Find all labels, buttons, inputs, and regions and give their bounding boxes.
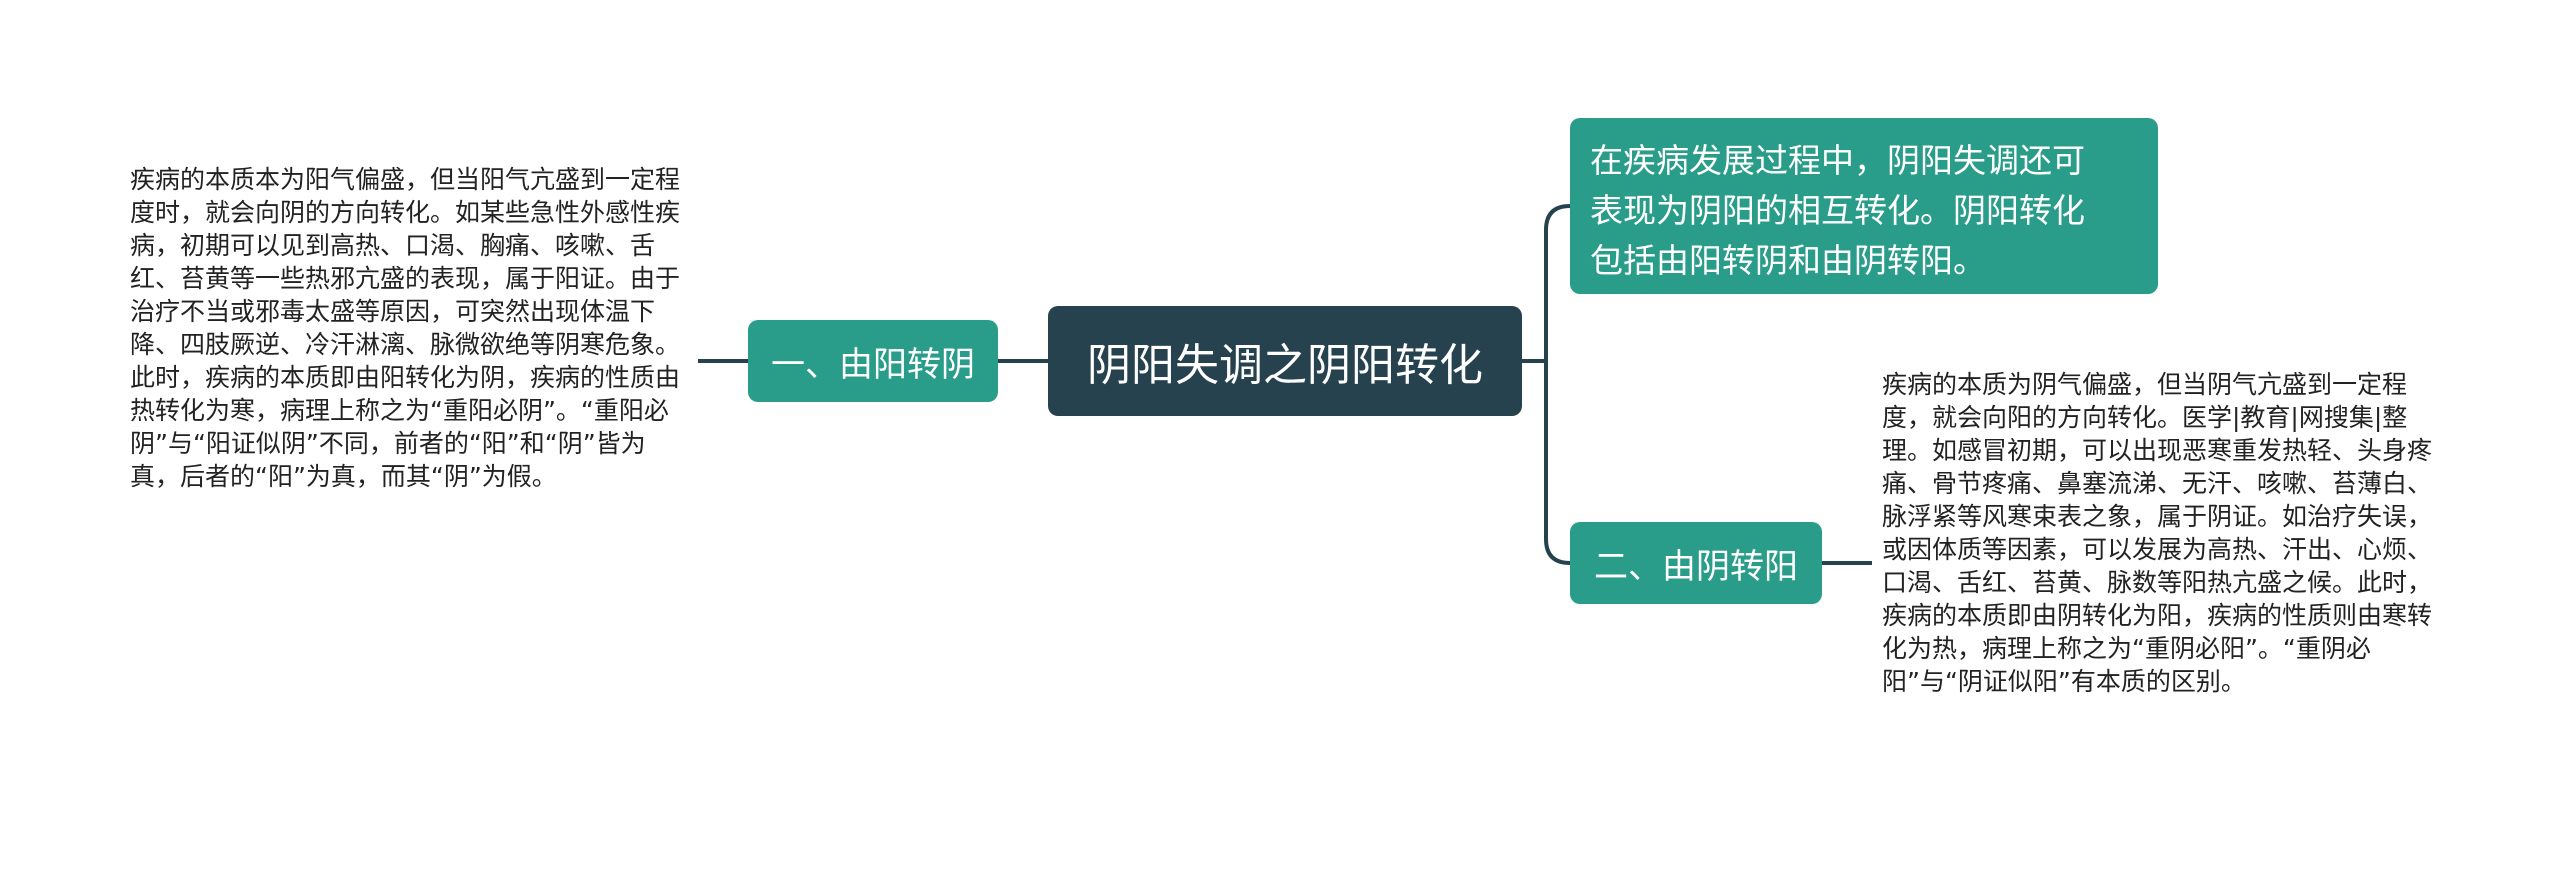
root-topic-label: 阴阳失调之阴阳转化 <box>1087 340 1483 391</box>
info-topic-text: 在疾病发展过程中，阴阳失调还可 表现为阴阳的相互转化。阴阳转化 包括由阳转阴和由… <box>1590 136 2085 286</box>
note-yin-to-yang: 疾病的本质为阴气偏盛，但当阴气亢盛到一定程度，就会向阳的方向转化。医学|教育|网… <box>1882 370 2433 696</box>
info-line: 在疾病发展过程中，阴阳失调还可 <box>1590 141 2085 180</box>
info-line: 包括由阳转阴和由阴转阳。 <box>1590 241 1986 280</box>
branch-yang-to-yin-label: 一、由阳转阴 <box>771 344 975 385</box>
note-yang-to-yin: 疾病的本质本为阳气偏盛，但当阳气亢盛到一定程度时，就会向阴的方向转化。如某些急性… <box>130 165 681 491</box>
branch-yin-to-yang-label: 二、由阴转阳 <box>1594 546 1798 587</box>
connector-trunk-branch <box>1544 361 1571 565</box>
root-topic[interactable]: 阴阳失调之阴阳转化 <box>1048 306 1522 416</box>
branch-yin-to-yang[interactable]: 二、由阴转阳 <box>1570 522 1822 604</box>
info-line: 表现为阴阳的相互转化。阴阳转化 <box>1590 191 2085 230</box>
info-topic[interactable]: 在疾病发展过程中，阴阳失调还可 表现为阴阳的相互转化。阴阳转化 包括由阳转阴和由… <box>1570 118 2158 294</box>
branch-yang-to-yin[interactable]: 一、由阳转阴 <box>748 320 998 402</box>
connector-trunk-info <box>1544 204 1571 361</box>
